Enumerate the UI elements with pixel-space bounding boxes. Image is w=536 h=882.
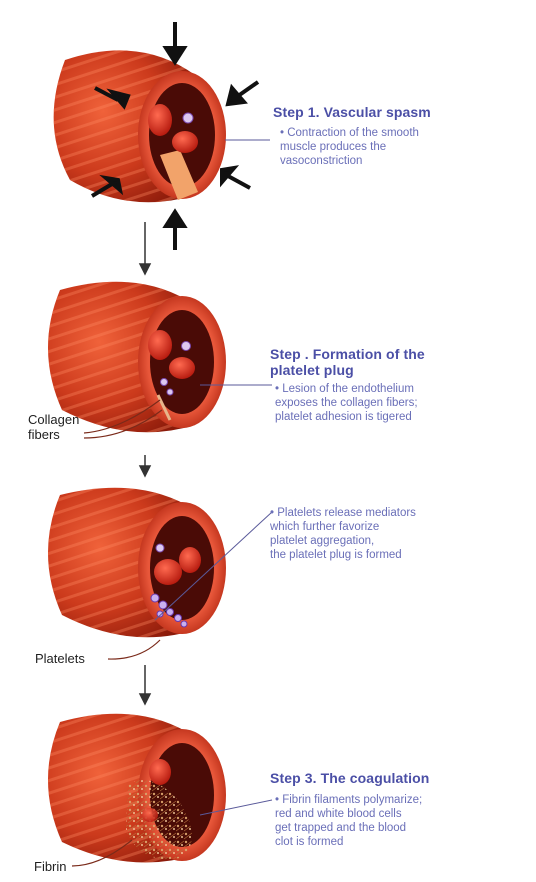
fibrin-label: Fibrin [34, 859, 67, 874]
collagen-fibers-label: Collagen fibers [28, 412, 79, 442]
vessel-4 [48, 714, 226, 863]
step2b-desc-line: the platelet plug is formed [270, 548, 416, 562]
step2-title-line: Step . Formation of the [270, 346, 425, 362]
step1-desc-line: muscle produces the [280, 140, 419, 154]
step2b-desc-line: • Platelets release mediators [270, 506, 416, 520]
flow-arrow-2 [140, 455, 150, 476]
step2b-desc-line: which further favorize [270, 520, 416, 534]
platelets-label: Platelets [35, 651, 85, 666]
step1-desc-line: vasoconstriction [280, 154, 419, 168]
step3-title: Step 3. The coagulation [270, 770, 429, 786]
platelets-pointer [108, 640, 160, 659]
step2-title: Step . Formation of the platelet plug [270, 346, 425, 378]
step2-title-line: platelet plug [270, 362, 425, 378]
step1-desc: • Contraction of the smooth muscle produ… [280, 126, 419, 168]
step2-desc-line: platelet adhesion is tigered [275, 410, 418, 424]
step3-desc-line: clot is formed [275, 835, 422, 849]
flow-arrow-1 [140, 222, 150, 274]
step2b-desc: • Platelets release mediators which furt… [270, 506, 416, 562]
step1-desc-line: • Contraction of the smooth [280, 126, 419, 140]
step2-desc: • Lesion of the endothelium exposes the … [275, 382, 418, 424]
step3-desc-line: get trapped and the blood [275, 821, 422, 835]
step2-desc-line: exposes the collagen fibers; [275, 396, 418, 410]
step3-desc-line: red and white blood cells [275, 807, 422, 821]
collagen-label-line: Collagen [28, 412, 79, 427]
step2b-desc-line: platelet aggregation, [270, 534, 416, 548]
step1-title: Step 1. Vascular spasm [273, 104, 431, 120]
step3-desc: • Fibrin filaments polymarize; red and w… [275, 793, 422, 849]
vessel-2 [48, 282, 226, 432]
flow-arrow-3 [140, 665, 150, 704]
collagen-label-line: fibers [28, 427, 79, 442]
step2-desc-line: • Lesion of the endothelium [275, 382, 418, 396]
step3-desc-line: • Fibrin filaments polymarize; [275, 793, 422, 807]
vessel-1 [54, 50, 226, 202]
vessel-3 [48, 488, 226, 638]
